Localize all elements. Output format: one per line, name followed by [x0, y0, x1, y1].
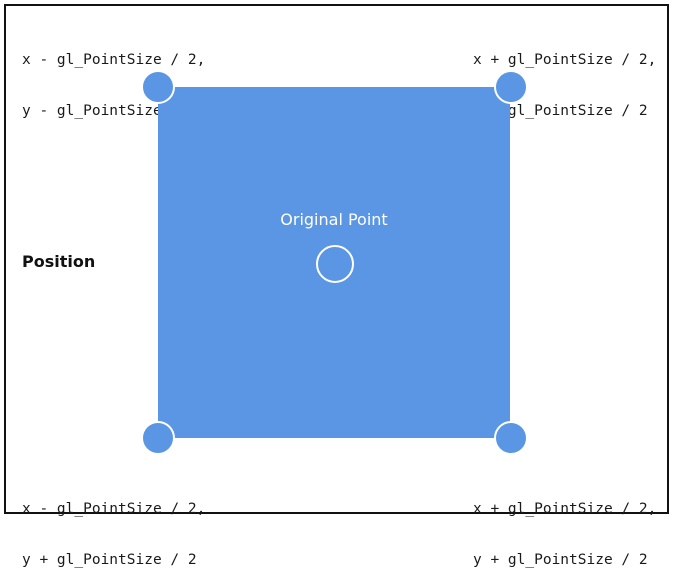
- bottom-right-line-1: x + gl_PointSize / 2,: [473, 501, 657, 517]
- bottom-left-corner-label: x - gl_PointSize / 2, y + gl_PointSize /…: [22, 467, 205, 586]
- original-point-ring: [316, 245, 354, 283]
- bottom-left-line-2: y + gl_PointSize / 2: [22, 552, 197, 568]
- top-left-line-1: x - gl_PointSize / 2,: [22, 52, 206, 68]
- bottom-right-corner-label: x + gl_PointSize / 2, y + gl_PointSize /…: [473, 467, 656, 586]
- bottom-left-vertex-dot: [141, 421, 175, 455]
- bottom-right-line-2: y + gl_PointSize / 2: [473, 552, 648, 568]
- top-right-line-1: x + gl_PointSize / 2,: [473, 52, 657, 68]
- bottom-left-line-1: x - gl_PointSize / 2,: [22, 501, 206, 517]
- original-point-label: Original Point: [280, 210, 388, 229]
- top-left-vertex-dot: [141, 70, 175, 104]
- top-right-vertex-dot: [494, 70, 528, 104]
- bottom-right-vertex-dot: [494, 421, 528, 455]
- position-label: Position: [22, 252, 96, 271]
